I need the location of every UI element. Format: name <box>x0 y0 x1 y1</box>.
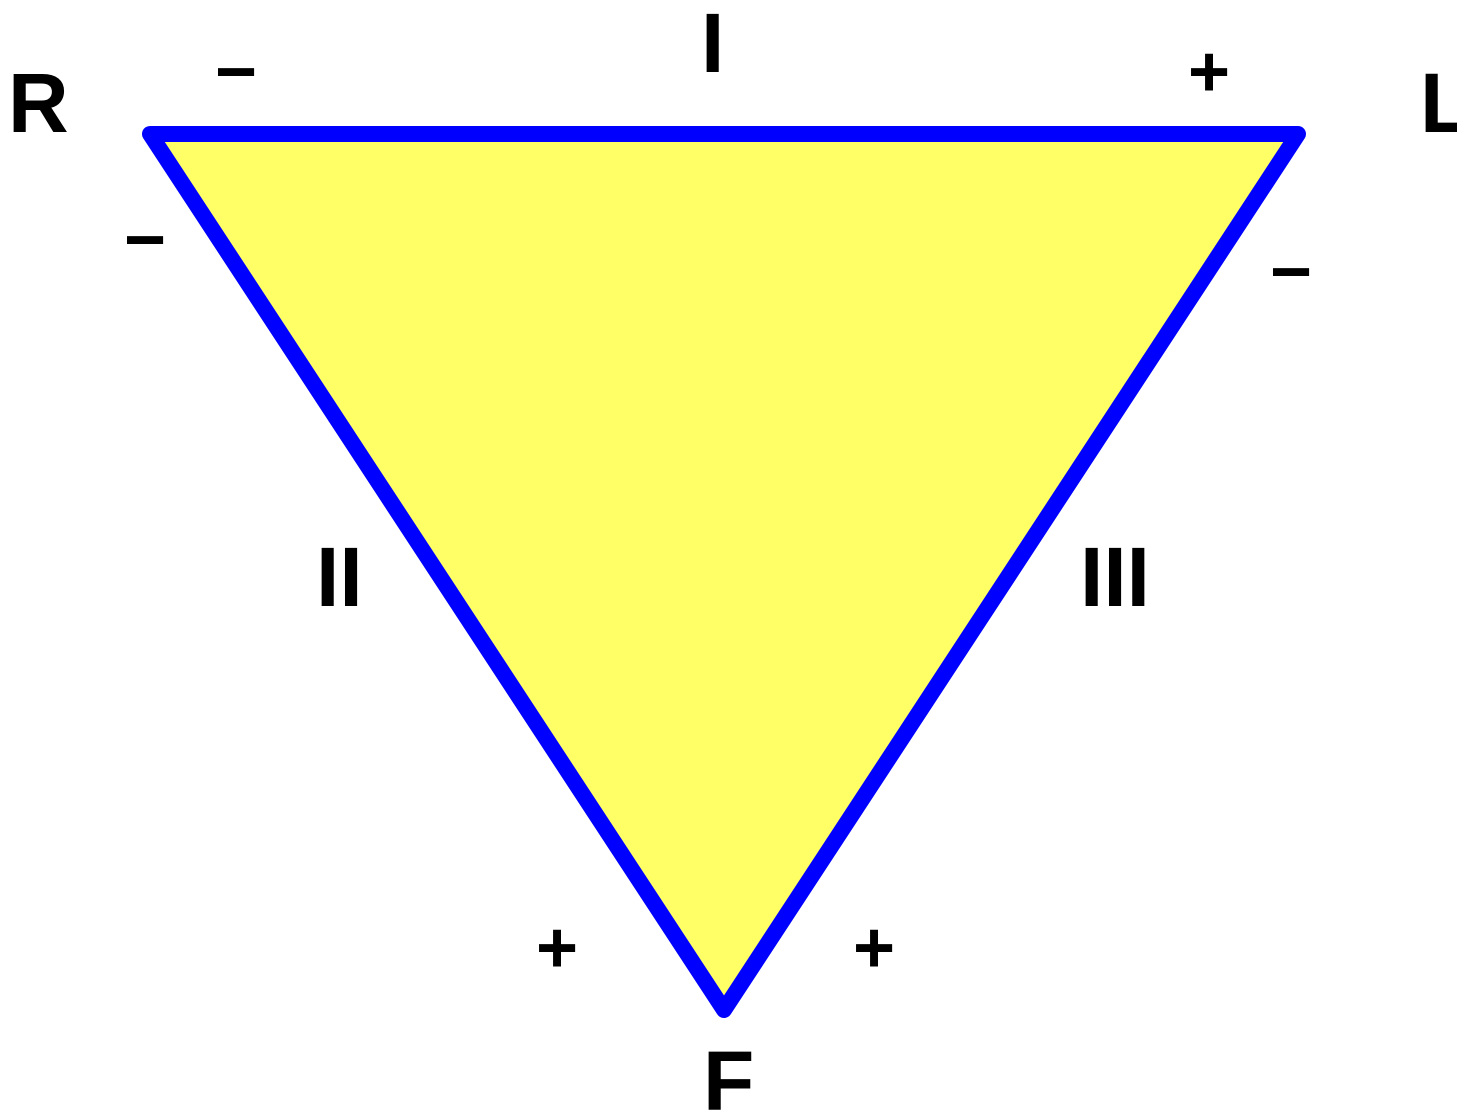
lead-iii-negative-sign: − <box>1270 232 1312 312</box>
lead-i-negative-sign: − <box>215 32 257 112</box>
vertex-label-right-arm: R <box>8 56 69 150</box>
lead-i-positive-sign: + <box>1188 32 1230 112</box>
vertex-label-left-arm: L <box>1420 56 1457 150</box>
lead-label-iii: III <box>1080 530 1150 624</box>
lead-label-i: I <box>701 0 724 90</box>
vertex-label-left-foot: F <box>703 1034 754 1114</box>
einthoven-triangle <box>142 126 1306 1018</box>
lead-label-ii: II <box>316 530 363 624</box>
lead-ii-positive-sign: + <box>536 908 578 988</box>
lead-iii-positive-sign: + <box>853 908 895 988</box>
lead-ii-negative-sign: − <box>124 200 166 280</box>
